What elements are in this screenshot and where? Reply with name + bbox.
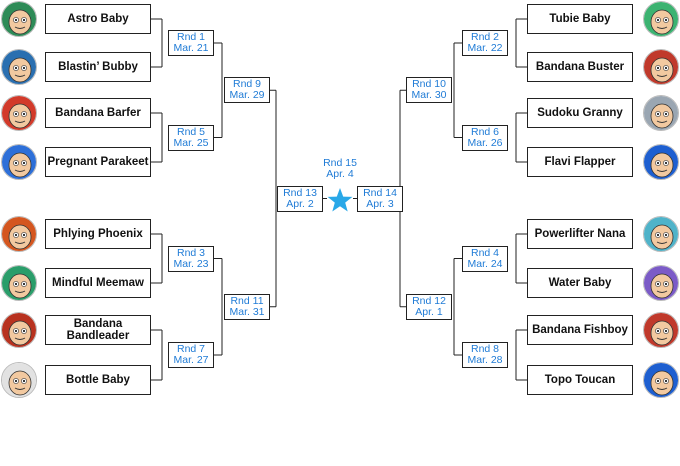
final-round-date: Apr. 4 (326, 168, 354, 180)
round-date: Mar. 31 (229, 305, 265, 318)
team-name: Bandana Fishboy (527, 315, 633, 345)
round-date: Mar. 24 (467, 257, 503, 270)
team-name: Bandana Bandleader (45, 315, 151, 345)
round-box semi-box: Rnd 14Apr. 3 (357, 185, 403, 212)
round-date: Mar. 29 (229, 89, 265, 102)
team-name: Bandana Buster (527, 52, 633, 82)
team-name: Powerlifter Nana (527, 219, 633, 249)
powerlifter-nana-avatar (643, 216, 679, 252)
team-name: Blastin’ Bubby (45, 52, 151, 82)
round-date: Mar. 26 (467, 136, 503, 149)
team-name: Bottle Baby (45, 365, 151, 395)
round-number: Rnd 1 (176, 31, 206, 43)
round-date: Mar. 22 (467, 42, 503, 54)
final-round-label: Rnd 15 Apr. 4 (309, 158, 371, 180)
round-number: Rnd 8 (470, 343, 500, 355)
round-number: Rnd 11 (230, 294, 264, 307)
round-number: Rnd 14 (363, 186, 397, 199)
team-name: Phlying Phoenix (45, 219, 151, 249)
star-icon (327, 188, 353, 212)
bandana-buster-avatar (643, 49, 679, 85)
round-date: Apr. 1 (415, 305, 443, 318)
round-number: Rnd 13 (283, 186, 317, 199)
round-number: Rnd 3 (176, 246, 206, 259)
round-number: Rnd 6 (470, 125, 500, 138)
round-date: Mar. 25 (173, 136, 209, 149)
team-name: Tubie Baby (527, 4, 633, 34)
round-date: Mar. 30 (411, 89, 447, 102)
bandana-fishboy-avatar (643, 312, 679, 348)
round-date: Mar. 21 (173, 42, 209, 54)
team-name: Water Baby (527, 268, 633, 298)
round-date: Apr. 3 (366, 197, 394, 210)
bandana-bandleader-avatar (1, 312, 37, 348)
sudoku-granny-avatar (643, 95, 679, 131)
team-name: Flavi Flapper (527, 147, 633, 177)
team-name: Bandana Barfer (45, 98, 151, 128)
round-box semi-box: Rnd 13Apr. 2 (277, 185, 323, 212)
team-name: Astro Baby (45, 4, 151, 34)
round-number: Rnd 10 (412, 78, 446, 91)
round-date: Mar. 27 (173, 354, 209, 366)
pregnant-parakeet-avatar (1, 144, 37, 180)
topo-toucan-avatar (643, 362, 679, 398)
phlying-phoenix-avatar (1, 216, 37, 252)
tubie-baby-avatar (643, 1, 679, 37)
bandana-barfer-avatar (1, 95, 37, 131)
round-number: Rnd 4 (470, 246, 500, 259)
astro-baby-avatar (1, 1, 37, 37)
team-name: Pregnant Parakeet (45, 147, 151, 177)
round-date: Mar. 23 (173, 257, 209, 270)
flavi-flapper-avatar (643, 144, 679, 180)
team-name: Sudoku Granny (527, 98, 633, 128)
water-baby-avatar (643, 265, 679, 301)
round-number: Rnd 12 (412, 294, 446, 307)
mindful-meemaw-avatar (1, 265, 37, 301)
team-name: Mindful Meemaw (45, 268, 151, 298)
round-number: Rnd 7 (176, 343, 206, 355)
team-name: Topo Toucan (527, 365, 633, 395)
round-number: Rnd 5 (176, 125, 206, 138)
bottle-baby-avatar (1, 362, 37, 398)
final-round-number: Rnd 15 (323, 157, 357, 169)
blastin-bubby-avatar (1, 49, 37, 85)
round-date: Mar. 28 (467, 354, 503, 366)
round-number: Rnd 9 (232, 78, 262, 91)
round-date: Apr. 2 (286, 197, 314, 210)
round-number: Rnd 2 (470, 31, 500, 43)
